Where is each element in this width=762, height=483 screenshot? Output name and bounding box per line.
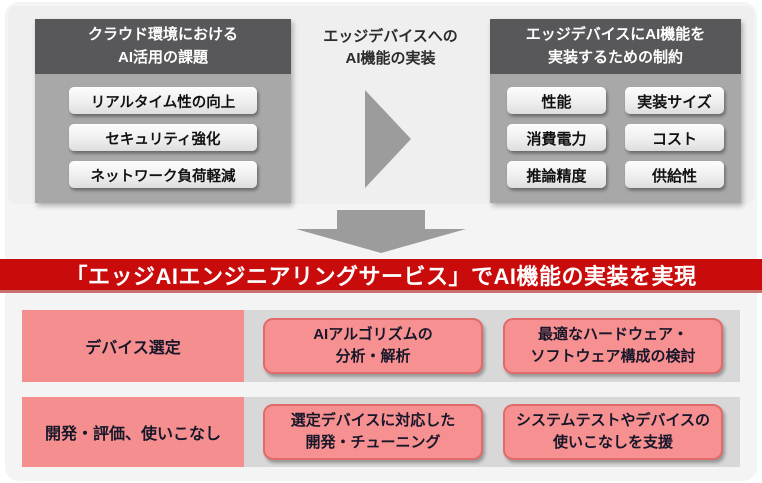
service-banner-text: 「エッジAIエンジニアリングサービス」でAI機能の実装を実現 — [65, 263, 697, 289]
constraint-item-power: 消費電力 — [507, 124, 606, 151]
down-arrow-head-icon — [296, 229, 466, 253]
cloud-challenges-box: クラウド環境における AI活用の課題 リアルタイム性の向上 セキュリティ強化 ネ… — [35, 19, 291, 203]
service-detail-box: AIアルゴリズムの 分析・解析 — [263, 318, 483, 374]
service-category-label: デバイス選定 — [22, 310, 244, 382]
cloud-challenges-list: リアルタイム性の向上 セキュリティ強化 ネットワーク負荷軽減 — [35, 74, 291, 203]
service-detail-box: 選定デバイスに対応した 開発・チューニング — [263, 404, 483, 460]
constraint-item-cost: コスト — [625, 124, 724, 151]
constraint-item-accuracy: 推論精度 — [507, 161, 606, 188]
edge-constraints-title: エッジデバイスにAI機能を 実装するための制約 — [490, 19, 741, 74]
constraint-item-size: 実装サイズ — [625, 87, 724, 114]
service-row-device-selection: デバイス選定 AIアルゴリズムの 分析・解析 最適なハードウェア・ ソフトウェア… — [22, 310, 740, 382]
service-detail-box: システムテストやデバイスの 使いこなしを支援 — [503, 404, 723, 460]
service-banner: 「エッジAIエンジニアリングサービス」でAI機能の実装を実現 — [0, 259, 762, 293]
challenge-item-realtime: リアルタイム性の向上 — [69, 87, 257, 114]
edge-constraints-box: エッジデバイスにAI機能を 実装するための制約 性能 実装サイズ 消費電力 コス… — [490, 19, 741, 203]
edge-constraints-list: 性能 実装サイズ 消費電力 コスト 推論精度 供給性 — [490, 74, 741, 203]
down-arrow-icon — [337, 210, 425, 229]
right-arrow-icon — [365, 90, 411, 188]
service-detail-box: 最適なハードウェア・ ソフトウェア構成の検討 — [503, 318, 723, 374]
top-panel: クラウド環境における AI活用の課題 リアルタイム性の向上 セキュリティ強化 ネ… — [8, 6, 754, 204]
transition-label: エッジデバイスへの AI機能の実装 — [323, 28, 458, 67]
service-category-label: 開発・評価、使いこなし — [22, 397, 244, 467]
constraint-item-performance: 性能 — [507, 87, 606, 114]
challenge-item-network: ネットワーク負荷軽減 — [69, 161, 257, 188]
cloud-challenges-title: クラウド環境における AI活用の課題 — [35, 19, 291, 74]
constraint-item-supply: 供給性 — [625, 161, 724, 188]
service-row-development: 開発・評価、使いこなし 選定デバイスに対応した 開発・チューニング システムテス… — [22, 397, 740, 467]
challenge-item-security: セキュリティ強化 — [69, 124, 257, 151]
